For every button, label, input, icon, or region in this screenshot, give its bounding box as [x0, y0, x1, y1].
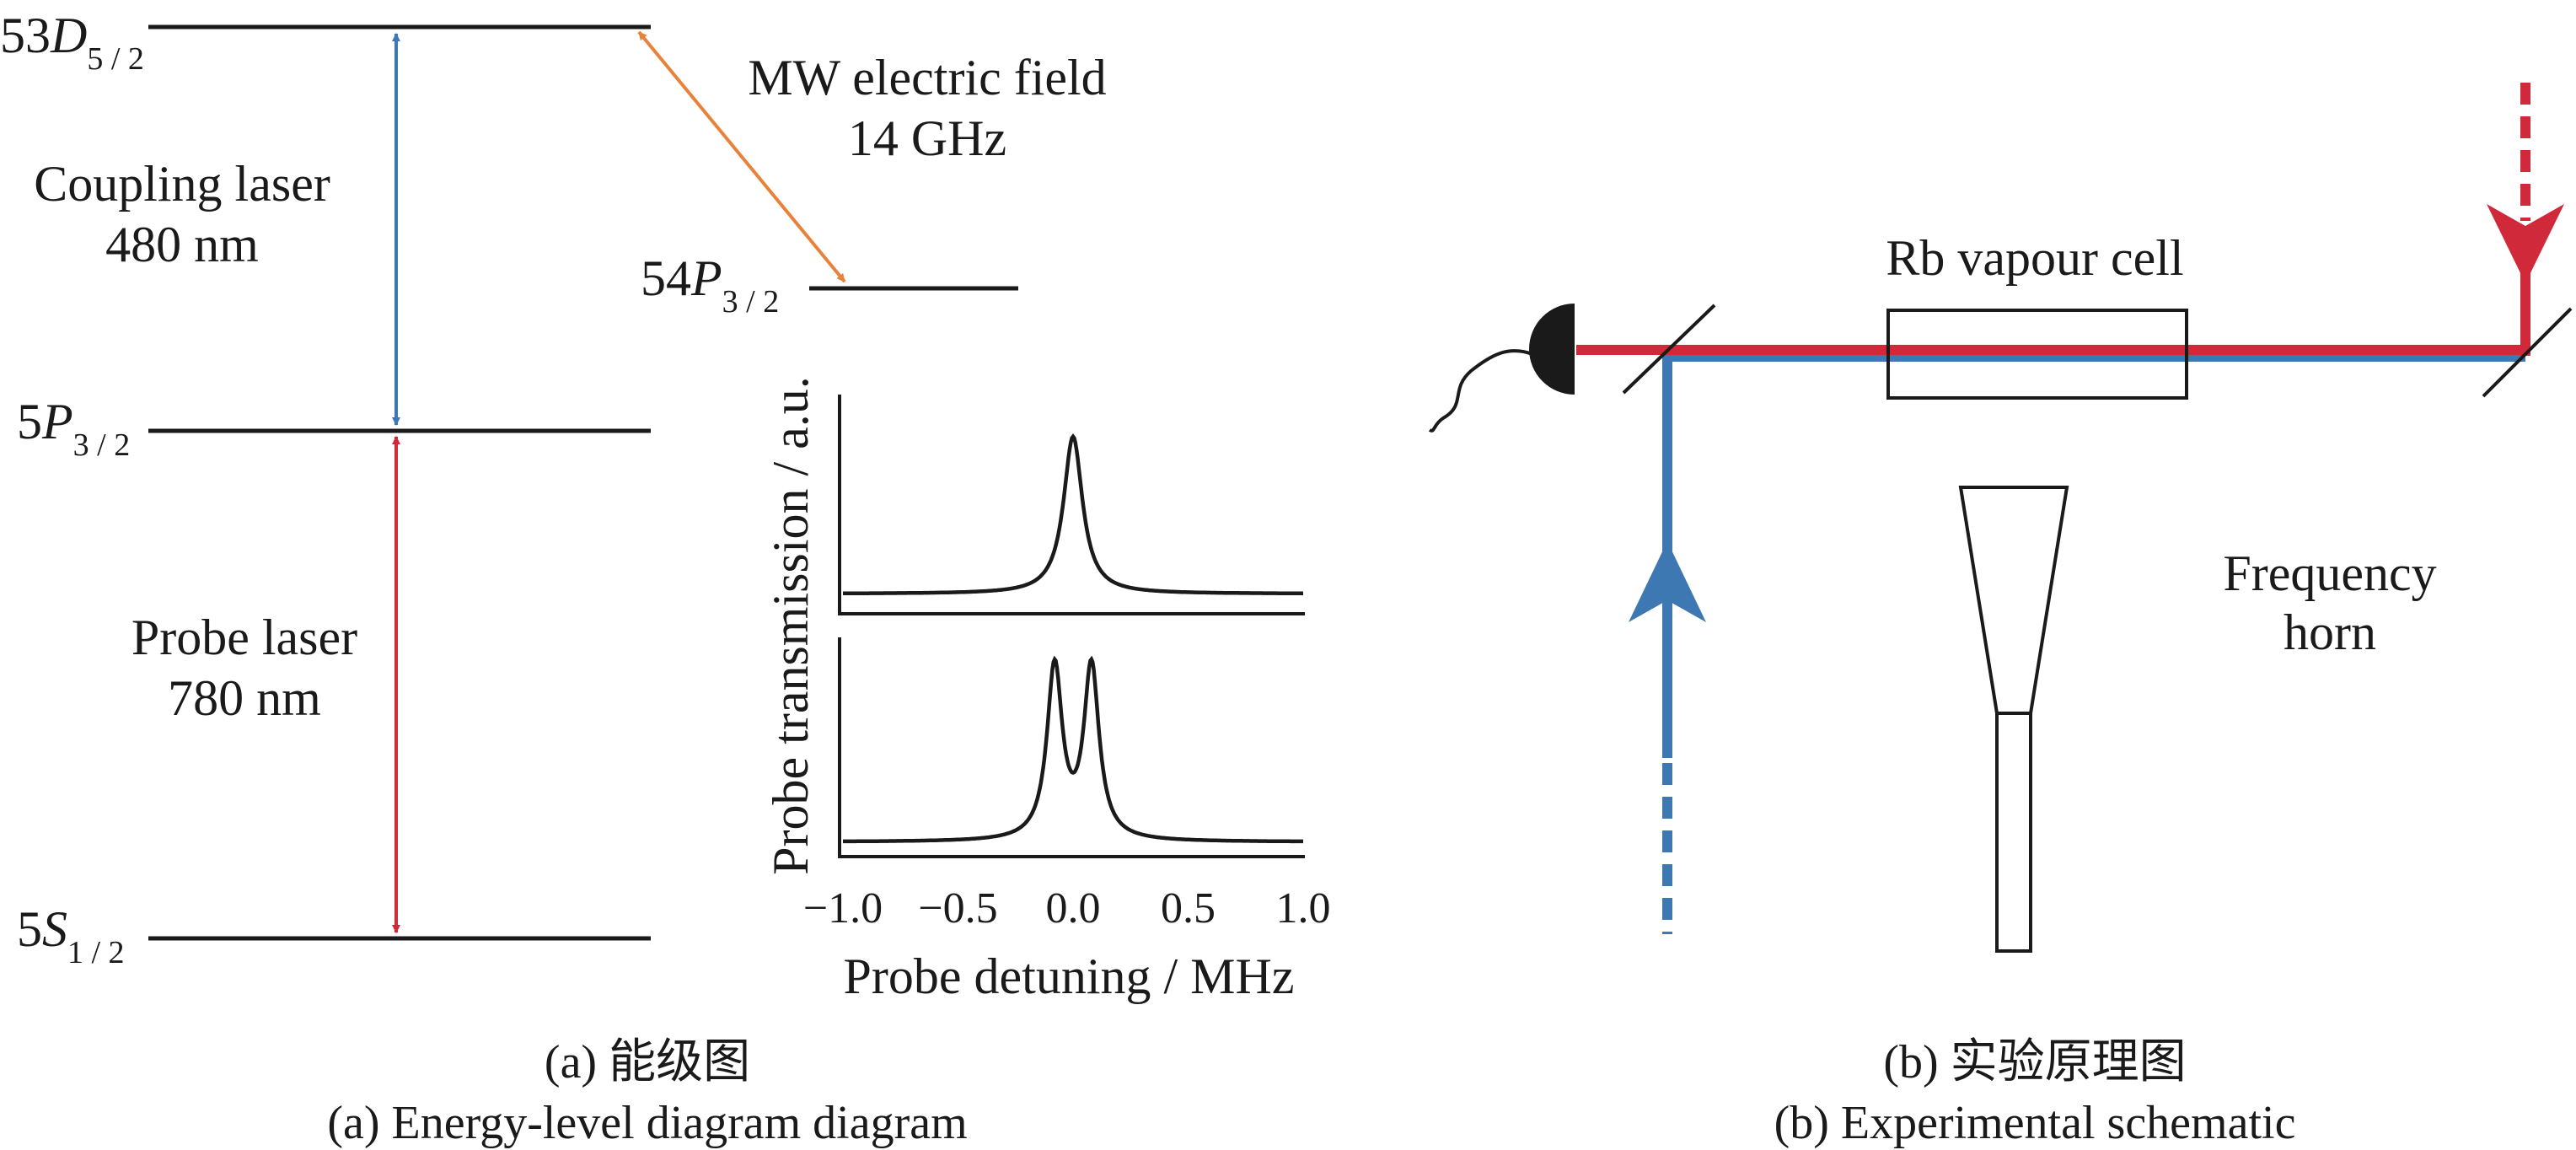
frequency-horn-icon — [1958, 486, 2069, 953]
detector-cable — [1428, 349, 1533, 433]
bottom-transmission-curve — [843, 655, 1303, 844]
frequency-horn-label: Frequency — [2223, 545, 2436, 601]
x-axis-label: Probe detuning / MHz — [844, 948, 1295, 1004]
probe-beam-horizontal — [1576, 345, 2525, 355]
photodetector-icon — [1529, 304, 1575, 395]
top-transmission-curve — [843, 433, 1303, 596]
probe-laser-label: Probe laser — [131, 610, 357, 665]
top-plot-axes — [838, 395, 1305, 615]
y-axis-label: Probe transmission / a.u. — [763, 376, 818, 875]
rb-vapour-cell-label: Rb vapour cell — [1886, 230, 2183, 286]
mw-field-arrow — [637, 30, 846, 283]
caption-a-english: (a) Energy-level diagram diagram — [327, 1097, 967, 1149]
level-5p-label: 5P3 / 2 — [17, 394, 130, 463]
experimental-schematic: Rb vapour cell Frequency horn — [1428, 83, 2573, 953]
coupling-laser-label: Coupling laser — [34, 156, 330, 212]
probe-beam-direction-icon — [2487, 204, 2564, 283]
caption-b-english: (b) Experimental schematic — [1774, 1097, 2296, 1149]
level-54p-label: 54P3 / 2 — [641, 250, 779, 320]
x-tick-labels: −1.0 −0.5 0.0 0.5 1.0 — [803, 884, 1331, 932]
x-tick-label: 0.5 — [1161, 884, 1216, 932]
caption-b-chinese: (b) 实验原理图 — [1883, 1036, 2186, 1088]
x-tick-label: 0.0 — [1046, 884, 1101, 932]
coupling-wavelength-label: 480 nm — [105, 217, 259, 272]
level-5s-label: 5S1 / 2 — [17, 901, 125, 970]
bottom-plot-axes — [838, 637, 1305, 858]
mw-frequency-label: 14 GHz — [848, 110, 1006, 166]
right-mirror — [2482, 307, 2573, 398]
caption-a-chinese: (a) 能级图 — [545, 1036, 750, 1088]
transmission-chart: −1.0 −0.5 0.0 0.5 1.0 Probe detuning / MHz P… — [763, 376, 1331, 1004]
left-mirror — [1622, 304, 1716, 395]
coupling-beam-direction-icon — [1629, 541, 1706, 622]
probe-wavelength-label: 780 nm — [168, 670, 321, 726]
rb-vapour-cell — [1886, 309, 2188, 400]
energy-level-diagram: 53D5 / 2 54P3 / 2 5P3 / 2 5S1 / 2 Coupli… — [0, 8, 1107, 970]
horn-label: horn — [2284, 605, 2376, 660]
x-tick-label: −1.0 — [803, 884, 883, 932]
coupling-beam-horizontal — [1669, 355, 2525, 362]
level-53d-label: 53D5 / 2 — [0, 8, 144, 77]
x-tick-label: 1.0 — [1276, 884, 1331, 932]
x-tick-label: −0.5 — [918, 884, 997, 932]
mw-field-label: MW electric field — [748, 50, 1106, 105]
